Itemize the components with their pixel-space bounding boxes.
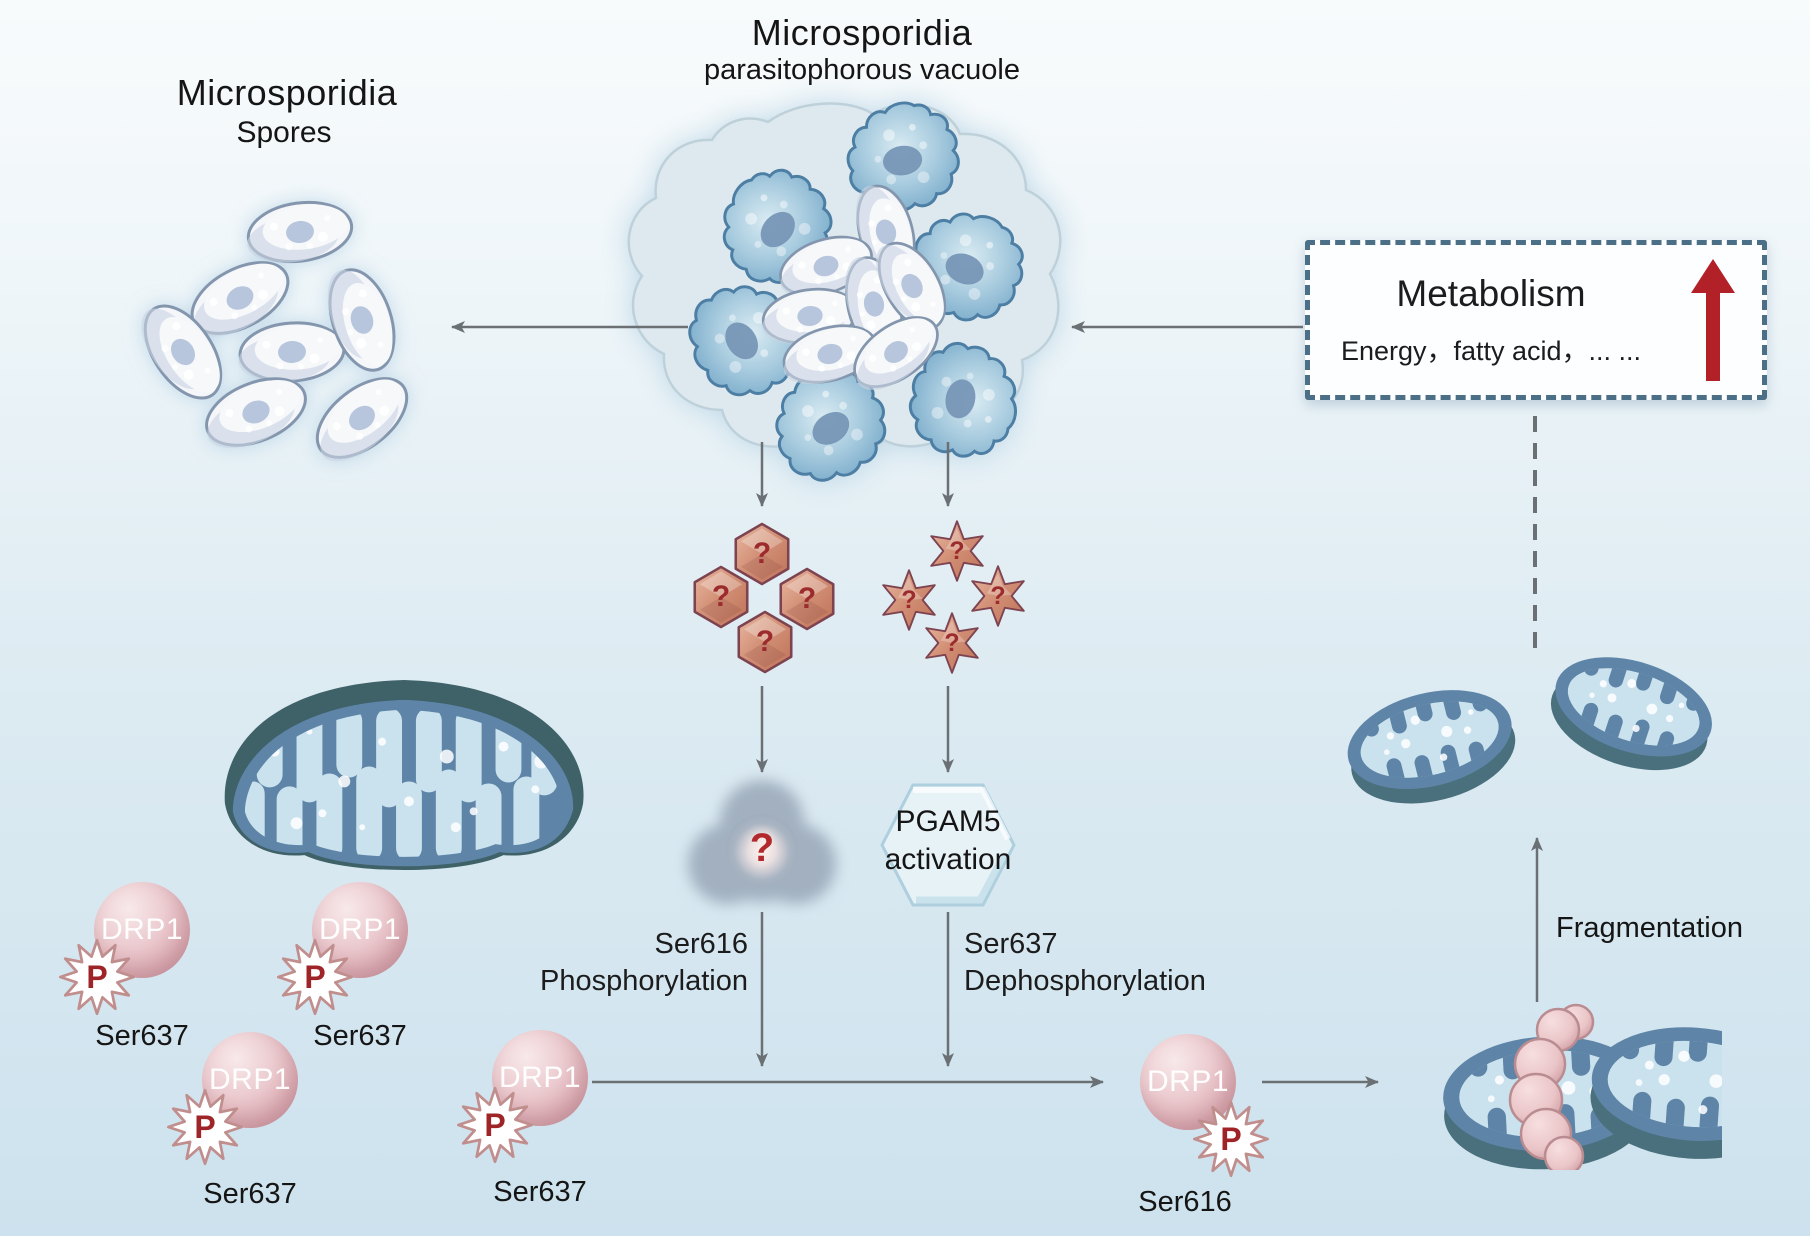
phosphate-label: P	[304, 958, 326, 995]
vacuole-title-line2: parasitophorous vacuole	[704, 54, 1020, 86]
phosphate-label: P	[1220, 1120, 1242, 1157]
phosphate-label: P	[86, 958, 108, 995]
drp1-molecule-ser637: DRP1 P	[492, 1030, 642, 1190]
ser637-line2: Dephosphorylation	[964, 965, 1206, 997]
drp1-molecule-ser637: DRP1 P	[312, 882, 462, 1042]
pgam5-label-line2: activation	[884, 843, 1012, 876]
drp1-label: DRP1	[318, 913, 402, 946]
ser616-line2: Phosphorylation	[540, 965, 748, 997]
site-label-ser637: Ser637	[203, 1178, 297, 1210]
metabolism-box: Metabolism Energy，fatty acid，... ...	[1305, 240, 1767, 400]
drp1-molecule-ser637: DRP1 P	[94, 882, 244, 1042]
drp1-sphere: DRP1	[312, 882, 408, 978]
fragmented-mitochondrion-icon	[1526, 621, 1738, 802]
phosphate-burst-icon: P	[1192, 1100, 1270, 1178]
fragmented-mitochondrion-icon	[1325, 657, 1538, 832]
question-mark: ?	[949, 536, 965, 565]
ser637-dephosphorylation-label: Ser637 Dephosphorylation	[964, 926, 1284, 1000]
fragmentation-label: Fragmentation	[1556, 912, 1743, 944]
metabolism-title: Metabolism	[1396, 273, 1586, 314]
drp1-label: DRP1	[208, 1063, 292, 1096]
question-mark: ?	[901, 585, 917, 614]
dividing-mitochondrion-icon	[1388, 1003, 1722, 1170]
drp1-molecule-ser616: DRP1 P	[1140, 1034, 1300, 1194]
drp1-label: DRP1	[498, 1061, 582, 1094]
phosphate-burst-icon: P	[276, 938, 354, 1016]
drp1-sphere: DRP1	[1140, 1034, 1236, 1130]
drp1-label: DRP1	[1146, 1065, 1230, 1098]
parasitophorous-vacuole	[598, 92, 1078, 472]
unknown-factor-star-icon: ?	[921, 612, 983, 674]
phosphate-burst-icon: P	[166, 1088, 244, 1166]
mitochondrion-icon	[205, 662, 603, 881]
phosphate-burst-icon: P	[58, 938, 136, 1016]
unknown-factor-hexagon-icon: ?	[730, 522, 794, 586]
question-mark: ?	[797, 582, 817, 615]
microsporidia-spores-group	[110, 180, 440, 480]
spores-title-line1: Microsporidia	[176, 72, 398, 113]
question-mark: ?	[749, 825, 775, 870]
unknown-kinase-cloud-icon	[688, 780, 836, 904]
vacuole-title-line1: Microsporidia	[751, 12, 973, 53]
unknown-factor-hexagon-icon: ?	[733, 610, 797, 674]
phosphate-label: P	[484, 1106, 506, 1143]
pgam5-hexagon: PGAM5 activation	[878, 779, 1018, 911]
question-mark: ?	[944, 628, 960, 657]
drp1-label: DRP1	[100, 913, 184, 946]
dividing-mitochondrion	[1388, 998, 1722, 1170]
ser616-line1: Ser616	[654, 928, 748, 960]
unknown-kinase-blob: ?	[674, 760, 850, 936]
phosphate-label: P	[194, 1108, 216, 1145]
pgam5-hexagon-icon	[880, 783, 1016, 907]
drp1-constriction-ring-icon	[1508, 1003, 1595, 1170]
site-label-ser616: Ser616	[1138, 1186, 1232, 1218]
question-mark: ?	[711, 580, 731, 613]
pgam5-label-line1: PGAM5	[895, 805, 1001, 838]
phosphate-burst-icon: P	[456, 1086, 534, 1164]
unknown-factor-hexagon-icon: ?	[689, 565, 753, 629]
drp1-sphere: DRP1	[492, 1030, 588, 1126]
unknown-factor-hexagon-icon: ?	[775, 567, 839, 631]
site-label-ser637: Ser637	[95, 1020, 189, 1052]
unknown-factor-star-icon: ?	[878, 569, 940, 631]
question-mark: ?	[752, 537, 772, 570]
question-mark: ?	[755, 625, 775, 658]
ser616-phosphorylation-label: Ser616 Phosphorylation	[448, 926, 748, 1000]
site-label-ser637: Ser637	[493, 1176, 587, 1208]
ser637-line1: Ser637	[964, 928, 1058, 960]
drp1-molecule-ser637: DRP1 P	[202, 1032, 352, 1192]
drp1-sphere: DRP1	[94, 882, 190, 978]
spores-title-line2: Spores	[236, 116, 332, 149]
unknown-factor-star-icon: ?	[926, 520, 988, 582]
site-label-ser637: Ser637	[313, 1020, 407, 1052]
metabolism-up-arrow-icon	[1691, 259, 1735, 381]
unknown-factor-star-icon: ?	[967, 565, 1029, 627]
metabolism-subtitle: Energy，fatty acid，... ...	[1340, 336, 1642, 366]
question-mark: ?	[990, 581, 1006, 610]
